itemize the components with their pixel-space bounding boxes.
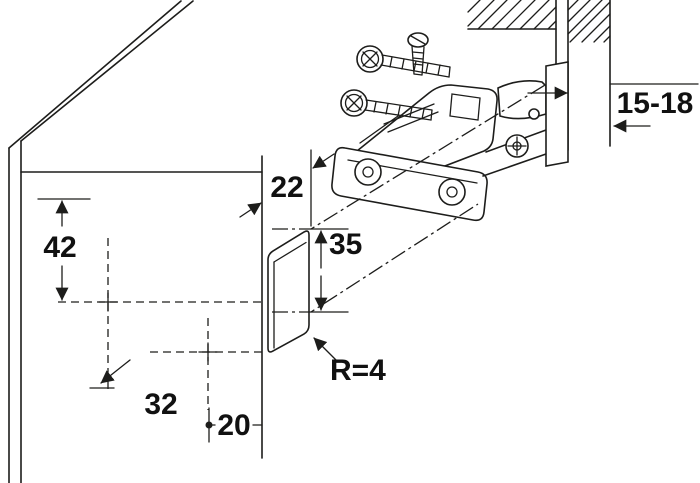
drill-center-cross-1 — [98, 292, 118, 312]
dimension-22-group: 22 — [239, 149, 335, 227]
dim-label-35: 35 — [329, 228, 362, 261]
mounting-hole-2 — [438, 178, 466, 206]
side-panel-top-outer-edge — [8, 0, 182, 149]
mechanism-detail — [449, 93, 481, 121]
catch-pin — [528, 108, 540, 120]
dimension-32-group: 32 — [89, 359, 178, 421]
leader-arrow — [313, 337, 337, 361]
dimension-arrow-left — [239, 202, 262, 218]
cabinet-top-hatching — [467, 0, 557, 30]
recess-outline — [267, 230, 310, 353]
mounting-hole-1 — [354, 158, 382, 186]
fixing-bracket — [331, 32, 569, 222]
dimension-arrow — [100, 359, 131, 384]
side-panel-top-inner-edge — [20, 0, 194, 142]
front-panel-hatching — [567, 0, 611, 43]
drill-center-cross-2 — [198, 342, 218, 362]
dimension-42-group: 42 — [37, 198, 91, 301]
radius-callout-group: R=4 — [313, 337, 386, 387]
fixing-screw-upper — [356, 45, 451, 78]
mechanism-lever — [359, 115, 399, 144]
dim-label-22: 22 — [270, 171, 303, 204]
dim-label-42: 42 — [43, 231, 76, 264]
dimension-35-group: 35 — [310, 228, 362, 313]
mechanism-slot — [387, 111, 439, 133]
dim-label-20: 20 — [217, 409, 250, 442]
recess-cutout — [267, 230, 310, 353]
mounting-hole-1-center — [362, 166, 374, 178]
catch-arm-lower — [482, 153, 547, 177]
catch-screw — [505, 134, 529, 158]
adjustment-screw — [407, 32, 429, 76]
dimension-20-group: 20 — [205, 407, 263, 443]
catch-plate — [545, 61, 569, 167]
dim-label-32: 32 — [144, 388, 177, 421]
mounting-hole-2-center — [446, 186, 458, 198]
recess-depth-top — [273, 241, 307, 263]
dimension-15-18-group: 15-18 — [527, 83, 699, 133]
dim-label-15-18: 15-18 — [617, 87, 694, 120]
cabinet-structure — [8, 0, 263, 483]
fixing-screw-lower — [340, 89, 433, 121]
drawer-front-section — [467, 0, 611, 151]
dimension-arrow-right — [312, 153, 335, 169]
dim-label-r4: R=4 — [330, 354, 386, 387]
hidden-drilling-lines — [58, 238, 262, 410]
